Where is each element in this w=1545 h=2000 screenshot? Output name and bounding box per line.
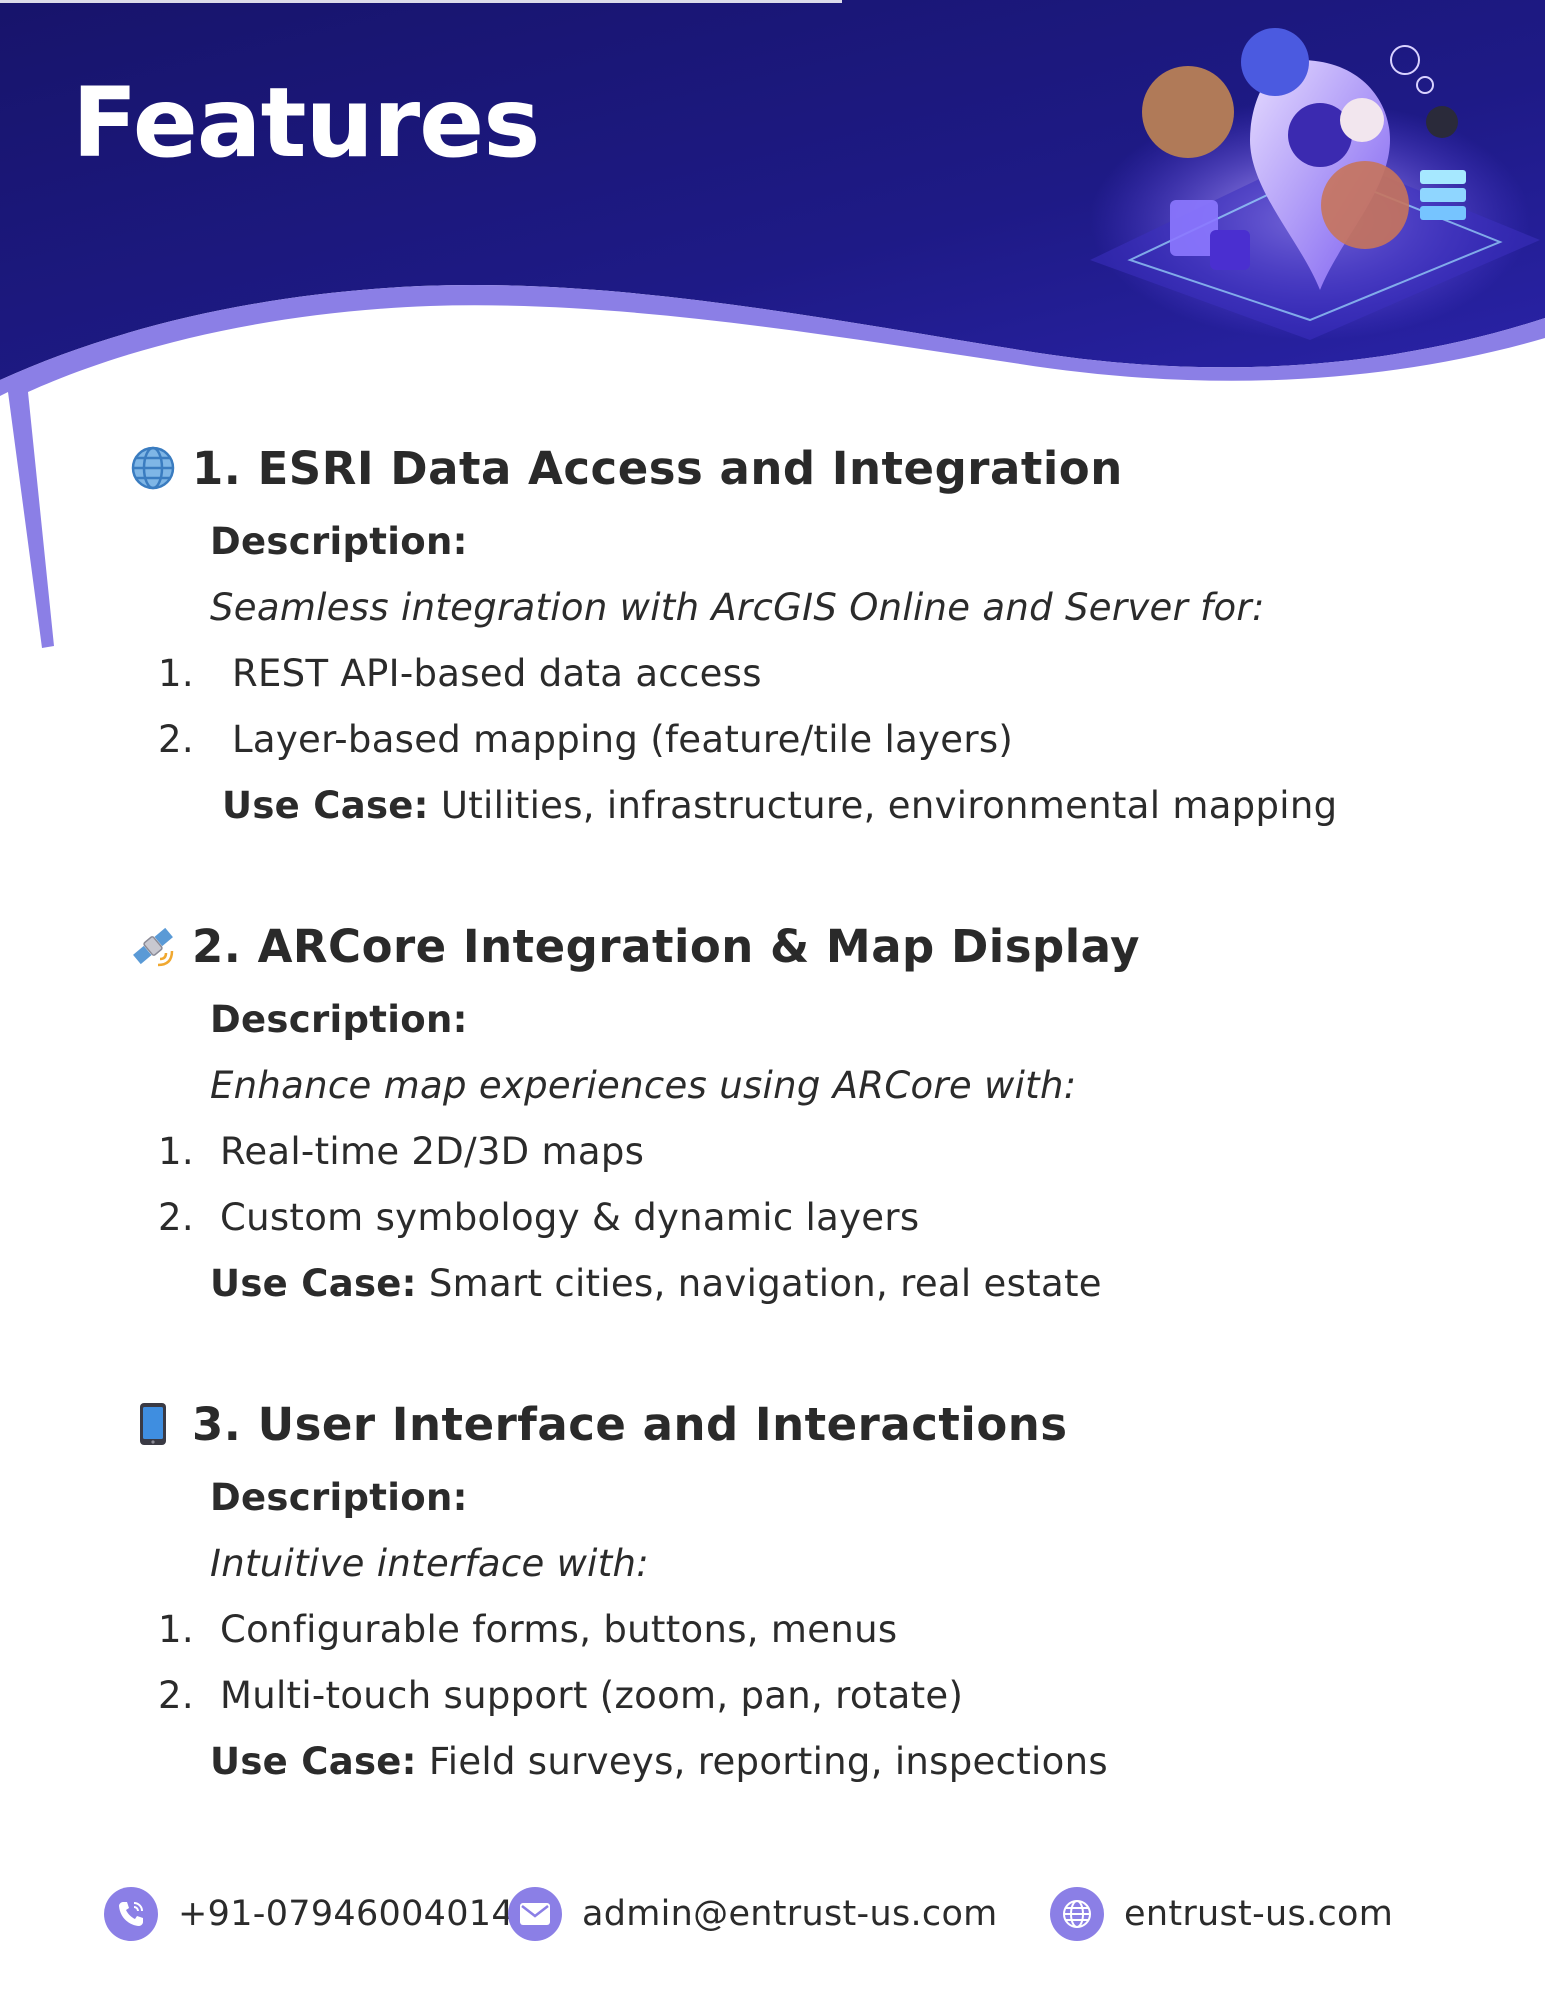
section-heading: 1. ESRI Data Access and Integration bbox=[192, 441, 1123, 495]
list-number: 2. bbox=[158, 1674, 194, 1717]
mail-icon bbox=[508, 1887, 562, 1941]
list-text: Multi-touch support (zoom, pan, rotate) bbox=[219, 1674, 964, 1717]
feature-section-1: 1. ESRI Data Access and Integration Desc… bbox=[128, 440, 1428, 840]
description-text: Seamless integration with ArcGIS Online … bbox=[210, 586, 1265, 629]
list-item: 2. Layer-based mapping (feature/tile lay… bbox=[158, 718, 1013, 762]
website-contact[interactable]: entrust-us.com bbox=[1050, 1882, 1393, 1946]
description-text: Enhance map experiences using ARCore wit… bbox=[210, 1064, 1077, 1107]
use-case-label: Use Case: bbox=[210, 1740, 417, 1783]
email-contact[interactable]: admin@entrust-us.com bbox=[508, 1882, 998, 1946]
section-title: 1. ESRI Data Access and Integration bbox=[128, 440, 1123, 496]
use-case: Use Case: Smart cities, navigation, real… bbox=[210, 1262, 1102, 1306]
feature-section-2: 2. ARCore Integration & Map Display Desc… bbox=[128, 918, 1428, 1318]
hero-illustration bbox=[1090, 28, 1540, 340]
list-number: 2. bbox=[158, 718, 194, 761]
phone-contact[interactable]: +91-07946004014 bbox=[104, 1882, 514, 1946]
use-case: Use Case: Field surveys, reporting, insp… bbox=[210, 1740, 1108, 1784]
list-text: Layer-based mapping (feature/tile layers… bbox=[231, 718, 1014, 761]
phone-text: +91-07946004014 bbox=[178, 1894, 514, 1934]
use-case-label: Use Case: bbox=[210, 1262, 417, 1305]
globe-icon bbox=[128, 443, 178, 493]
satellite-icon bbox=[128, 921, 178, 971]
list-number: 1. bbox=[158, 1130, 194, 1173]
email-text: admin@entrust-us.com bbox=[582, 1894, 998, 1934]
list-item: 1. Real-time 2D/3D maps bbox=[158, 1130, 644, 1174]
website-text: entrust-us.com bbox=[1124, 1894, 1394, 1934]
use-case-text: Smart cities, navigation, real estate bbox=[428, 1262, 1102, 1305]
mobile-phone-icon bbox=[128, 1399, 178, 1449]
page-title: Features bbox=[72, 67, 540, 179]
section-heading: 2. ARCore Integration & Map Display bbox=[192, 919, 1140, 973]
feature-section-3: 3. User Interface and Interactions Descr… bbox=[128, 1396, 1428, 1796]
section-title: 2. ARCore Integration & Map Display bbox=[128, 918, 1140, 974]
list-item: 2. Custom symbology & dynamic layers bbox=[158, 1196, 919, 1240]
use-case-label: Use Case: bbox=[222, 784, 429, 827]
globe-icon bbox=[1050, 1887, 1104, 1941]
section-title: 3. User Interface and Interactions bbox=[128, 1396, 1068, 1452]
description-label: Description: bbox=[210, 1476, 468, 1519]
list-text: Configurable forms, buttons, menus bbox=[219, 1608, 898, 1651]
description-label: Description: bbox=[210, 520, 468, 563]
list-text: Real-time 2D/3D maps bbox=[219, 1130, 645, 1173]
list-item: 1. Configurable forms, buttons, menus bbox=[158, 1608, 897, 1652]
list-item: 1. REST API-based data access bbox=[158, 652, 762, 696]
list-text: Custom symbology & dynamic layers bbox=[219, 1196, 920, 1239]
description-text: Intuitive interface with: bbox=[210, 1542, 650, 1585]
list-item: 2. Multi-touch support (zoom, pan, rotat… bbox=[158, 1674, 963, 1718]
list-number: 1. bbox=[158, 652, 194, 695]
list-text: REST API-based data access bbox=[231, 652, 762, 695]
list-number: 2. bbox=[158, 1196, 194, 1239]
footer-contacts: +91-07946004014 admin@entrust-us.com ent… bbox=[0, 1882, 1545, 1946]
phone-icon bbox=[104, 1887, 158, 1941]
use-case-text: Field surveys, reporting, inspections bbox=[428, 1740, 1108, 1783]
section-heading: 3. User Interface and Interactions bbox=[192, 1397, 1068, 1451]
list-number: 1. bbox=[158, 1608, 194, 1651]
use-case: Use Case: Utilities, infrastructure, env… bbox=[222, 784, 1337, 828]
description-label: Description: bbox=[210, 998, 468, 1041]
use-case-text: Utilities, infrastructure, environmental… bbox=[440, 784, 1338, 827]
